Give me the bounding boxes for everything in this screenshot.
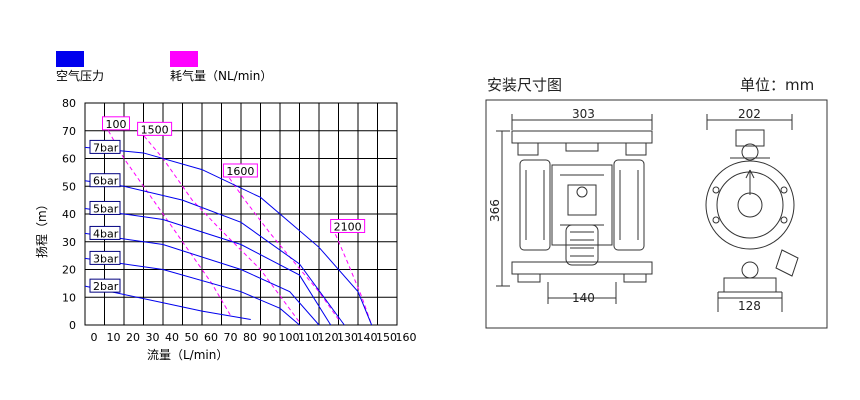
air-line-1500 xyxy=(139,130,300,323)
pressure-label-7bar: 7bar xyxy=(93,141,119,154)
dim-front-height: 366 xyxy=(488,199,502,222)
pressure-label-3bar: 3bar xyxy=(93,252,119,265)
air-label-box xyxy=(137,121,173,136)
legend-label-pressure: 空气压力 xyxy=(56,68,104,83)
air-label-2100: 2100 xyxy=(334,220,362,233)
legend: 空气压力 耗气量（NL/min） xyxy=(56,51,272,83)
x-tick-label: 140 xyxy=(357,331,378,344)
pressure-line-5bar xyxy=(84,207,332,326)
air-label-1500: 1500 xyxy=(141,123,169,136)
series-labels: 7bar 6bar 5bar 4bar 3bar 2bar 100 1500 1600 2100 xyxy=(89,116,366,293)
x-tick-label: 160 xyxy=(396,331,417,344)
x-tick-label: 130 xyxy=(337,331,358,344)
x-tick-label: 30 xyxy=(146,331,160,344)
pressure-label-box xyxy=(89,250,121,265)
pressure-label-box xyxy=(89,200,121,215)
air-label-box xyxy=(222,163,258,178)
y-tick-label: 60 xyxy=(62,153,76,166)
pump-side-view xyxy=(705,114,799,312)
x-tick-label: 60 xyxy=(204,331,218,344)
y-tick-label: 10 xyxy=(62,291,76,304)
x-tick-label: 110 xyxy=(298,331,319,344)
pressure-label-5bar: 5bar xyxy=(93,202,119,215)
plot-frame xyxy=(84,102,398,326)
y-axis-label: 扬程（m） xyxy=(34,198,49,258)
legend-label-air: 耗气量（NL/min） xyxy=(170,68,272,83)
pressure-line-7bar xyxy=(84,146,373,326)
installation-drawing: 安装尺寸图 单位：mm xyxy=(485,76,828,329)
pressure-label-6bar: 6bar xyxy=(93,175,119,188)
x-tick-label: 70 xyxy=(224,331,238,344)
x-tick-label: 120 xyxy=(318,331,339,344)
air-label-box xyxy=(102,116,130,131)
y-tick-label: 70 xyxy=(62,125,76,138)
y-tick-label: 0 xyxy=(69,319,76,332)
chart-grid xyxy=(84,102,398,326)
legend-swatch-pressure xyxy=(56,51,84,67)
y-tick-label: 50 xyxy=(62,180,76,193)
air-label-100: 100 xyxy=(106,118,127,131)
legend-swatch-air xyxy=(170,51,198,67)
x-tick-label: 0 xyxy=(91,331,98,344)
pressure-line-3bar xyxy=(84,257,300,326)
pressure-label-2bar: 2bar xyxy=(93,280,119,293)
x-tick-label: 20 xyxy=(126,331,140,344)
drawing-title: 安装尺寸图 xyxy=(487,76,562,94)
x-tick-label: 90 xyxy=(263,331,277,344)
x-tick-label: 80 xyxy=(243,331,257,344)
x-tick-label: 150 xyxy=(376,331,397,344)
y-tick-labels: 0 10 20 30 40 50 60 70 80 xyxy=(62,97,76,332)
pressure-label-box xyxy=(89,278,121,293)
dim-front-width: 303 xyxy=(572,107,595,121)
y-tick-label: 20 xyxy=(62,264,76,277)
air-label-1600: 1600 xyxy=(226,165,254,178)
air-label-box xyxy=(330,218,366,233)
air-line-2100 xyxy=(332,227,373,326)
y-tick-label: 40 xyxy=(62,208,76,221)
dim-side-base: 128 xyxy=(738,299,761,313)
dim-base-width: 140 xyxy=(572,291,595,305)
pressure-label-box xyxy=(89,225,121,240)
x-tick-label: 50 xyxy=(185,331,199,344)
x-tick-label: 10 xyxy=(107,331,121,344)
drawing-frame xyxy=(485,99,828,329)
pressure-label-4bar: 4bar xyxy=(93,227,119,240)
x-axis-label: 流量（L/min） xyxy=(147,348,228,362)
pressure-label-box xyxy=(89,139,121,154)
x-tick-label: 100 xyxy=(279,331,300,344)
pump-front-view xyxy=(496,114,653,304)
x-tick-label: 40 xyxy=(165,331,179,344)
air-line-1600 xyxy=(224,172,339,320)
y-tick-label: 30 xyxy=(62,236,76,249)
dim-side-width: 202 xyxy=(738,107,761,121)
pressure-line-4bar xyxy=(84,232,320,326)
y-tick-label: 80 xyxy=(62,97,76,110)
pressure-label-box xyxy=(89,173,121,188)
unit-label: 单位：mm xyxy=(740,76,814,94)
